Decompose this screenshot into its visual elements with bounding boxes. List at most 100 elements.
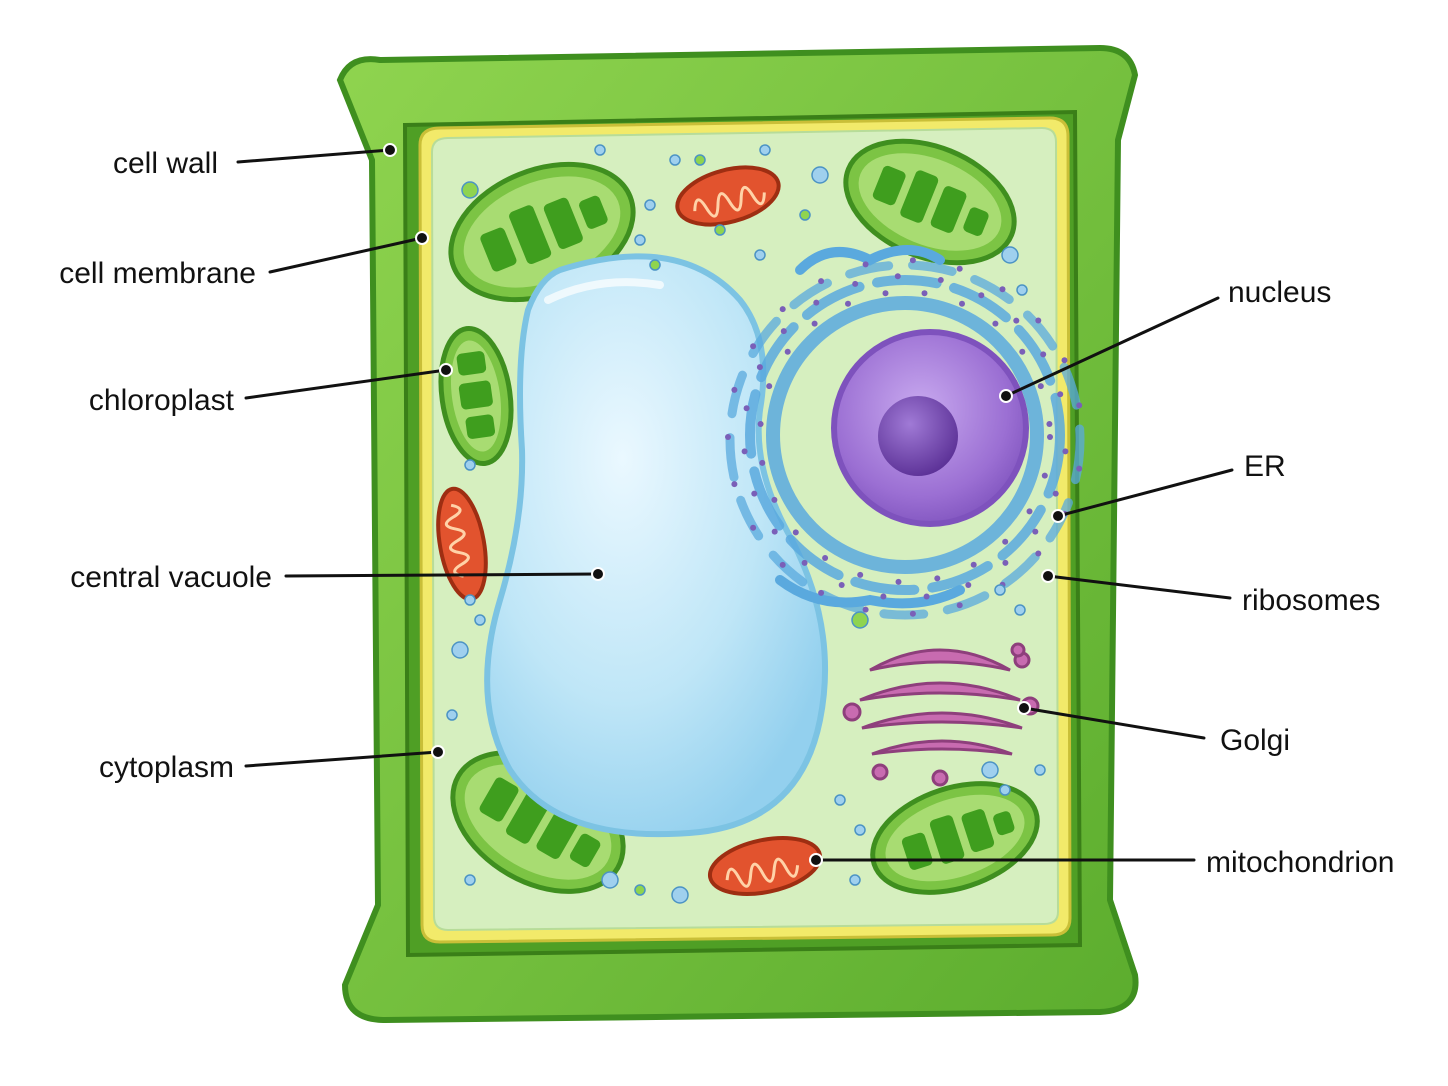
ribosome-dot xyxy=(1035,317,1042,324)
pointer-cell-membrane xyxy=(415,231,429,245)
ribosome-dot xyxy=(838,582,845,588)
vesicle xyxy=(671,886,689,904)
ribosome-dot xyxy=(1026,508,1033,515)
leader-golgi xyxy=(1022,706,1206,740)
label-er: ER xyxy=(1244,450,1286,483)
ribosome-dot xyxy=(992,320,999,327)
pointer-ribosomes xyxy=(1041,569,1055,583)
leader-chloroplast xyxy=(244,368,448,400)
ribosome-dot xyxy=(771,496,778,503)
ribosome-dot xyxy=(731,386,738,393)
ribosome-dot xyxy=(909,610,916,617)
vesicle xyxy=(601,871,619,889)
ribosome-dot xyxy=(895,578,902,585)
ribosome-dot xyxy=(921,290,928,297)
chloroplast-top-right xyxy=(843,138,1017,266)
pointer-cell-wall xyxy=(383,143,397,157)
ribosome-dot xyxy=(1062,448,1069,455)
ribosome-dot xyxy=(759,459,766,466)
ribosome-dot xyxy=(757,421,764,427)
label-cytoplasm: cytoplasm xyxy=(99,751,234,784)
vesicle xyxy=(799,209,811,221)
ribosome-dot xyxy=(1035,550,1042,557)
ribosome-dot xyxy=(1002,538,1009,545)
vesicle xyxy=(669,154,681,166)
vesicle xyxy=(464,459,476,471)
mitochondrion-left xyxy=(436,486,488,602)
ribosome-dot xyxy=(880,593,887,600)
ribosome-dot xyxy=(1032,528,1039,535)
ribosome-dot xyxy=(813,299,820,306)
vesicle xyxy=(594,144,606,156)
ribosome-dot xyxy=(1040,351,1047,358)
ribosome-dot xyxy=(1041,472,1048,479)
ribosome-dot xyxy=(756,364,763,371)
ribosome-dot xyxy=(818,589,825,596)
ribosome-dot xyxy=(784,348,791,355)
pointer-mitochondrion xyxy=(809,853,823,867)
ribosome-dot xyxy=(909,257,916,264)
ribosome-dot xyxy=(1061,357,1068,364)
ribosome-dot xyxy=(857,571,864,578)
leader-cell-membrane xyxy=(268,236,424,274)
ribosome-dot xyxy=(882,290,889,297)
vesicle xyxy=(464,594,476,606)
label-central-vacuole: central vacuole xyxy=(70,561,272,594)
ribosome-dot xyxy=(731,481,738,488)
ribosome-dot xyxy=(741,448,748,455)
vesicle xyxy=(649,259,661,271)
ribosome-dot xyxy=(1046,421,1053,427)
ribosome-dot xyxy=(959,300,965,307)
ribosome-dot xyxy=(751,490,758,497)
ribosome-dot xyxy=(780,328,787,335)
vesicle xyxy=(981,761,999,779)
diagram-labels: cell wall cell membrane chloroplast cent… xyxy=(59,147,1394,879)
ribosome-dot xyxy=(818,278,825,285)
ribosome-dot xyxy=(750,343,757,350)
mitochondrion-top xyxy=(675,165,781,227)
ribosome-dot xyxy=(1047,434,1053,440)
leader-ribosomes xyxy=(1046,574,1232,600)
ribosome-dot xyxy=(1076,402,1083,409)
ribosome-dot xyxy=(862,261,869,268)
vesicle xyxy=(461,181,479,199)
chloroplast-left xyxy=(438,325,514,467)
pointer-nucleus xyxy=(999,389,1013,403)
ribosome-dot xyxy=(779,561,786,568)
pointer-central-vacuole xyxy=(591,567,605,581)
ribosome-dot xyxy=(771,528,778,535)
vesicle xyxy=(634,234,646,246)
ribosome-dot xyxy=(1002,559,1009,566)
ribosome-dot xyxy=(1013,317,1020,324)
vesicle xyxy=(474,614,486,626)
ribosome-dot xyxy=(999,286,1006,293)
vesicle xyxy=(451,641,469,659)
label-ribosomes: ribosomes xyxy=(1242,584,1380,617)
leader-central-vacuole xyxy=(284,572,600,578)
label-leader-lines xyxy=(236,143,1234,867)
label-cell-membrane: cell membrane xyxy=(59,257,256,290)
label-golgi: Golgi xyxy=(1220,724,1290,757)
pointer-golgi xyxy=(1017,701,1031,715)
central-vacuole-shape xyxy=(484,253,829,838)
ribosome-dot xyxy=(845,300,851,307)
ribosome-dot xyxy=(956,265,963,272)
vesicle xyxy=(694,154,706,166)
vesicle xyxy=(754,249,766,261)
vesicle xyxy=(811,166,829,184)
ribosome-dot xyxy=(1052,490,1059,497)
leader-cytoplasm xyxy=(244,750,440,768)
ribosome-dot xyxy=(743,405,750,412)
vesicle xyxy=(644,199,656,211)
ribosome-dot xyxy=(750,524,757,531)
vesicle xyxy=(1014,604,1026,616)
vesicle xyxy=(854,824,866,836)
vacuole-highlight xyxy=(544,278,664,304)
ribosome-dot xyxy=(978,292,985,299)
vesicle xyxy=(834,794,846,806)
vesicle xyxy=(994,584,1006,596)
vesicle xyxy=(446,709,458,721)
ribosome-dot xyxy=(934,575,941,582)
